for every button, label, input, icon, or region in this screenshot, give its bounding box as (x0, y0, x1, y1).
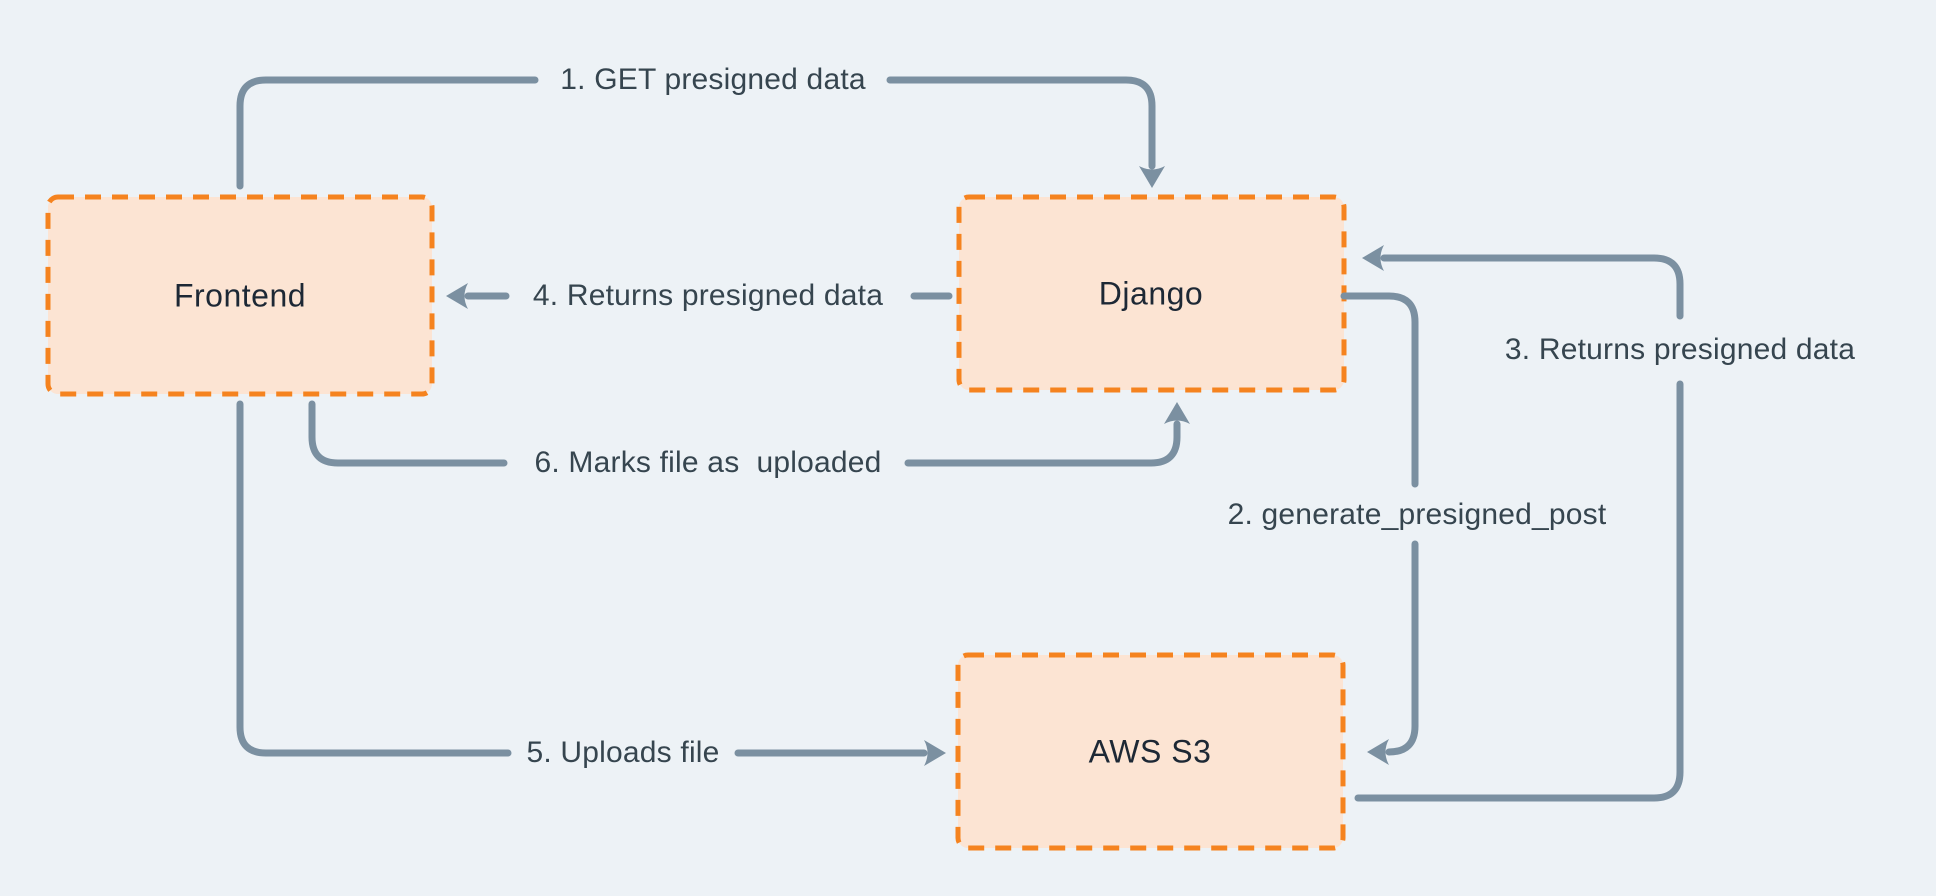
edge-label-step-1: 1. GET presigned data (550, 58, 876, 102)
edge-3-path-start (1354, 380, 1684, 802)
django-node-label: Django (1098, 275, 1204, 312)
edge-5-path-start (236, 400, 512, 757)
edge-2-path-start (1340, 292, 1419, 488)
edge-3-path-end (1362, 245, 1684, 320)
edge-label-step-4: 4. Returns presigned data (522, 274, 894, 318)
frontend-node-box (45, 194, 435, 397)
edge-2-path-end (1367, 540, 1419, 765)
aws-s3-node-label: AWS S3 (1088, 733, 1212, 770)
edge-6-path-start (308, 400, 508, 467)
edge-6-path-end (904, 402, 1190, 467)
edge-label-step-3: 3. Returns presigned data (1494, 328, 1866, 372)
edge-label-step-5: 5. Uploads file (516, 731, 730, 775)
edge-1-path-start (236, 76, 539, 190)
frontend-node-label: Frontend (173, 277, 307, 314)
edge-label-step-2: 2. generate_presigned_post (1217, 493, 1617, 537)
aws-s3-node-box (955, 652, 1346, 851)
edge-label-step-6: 6. Marks file as uploaded (524, 441, 892, 485)
edge-1-path-end (886, 76, 1165, 188)
